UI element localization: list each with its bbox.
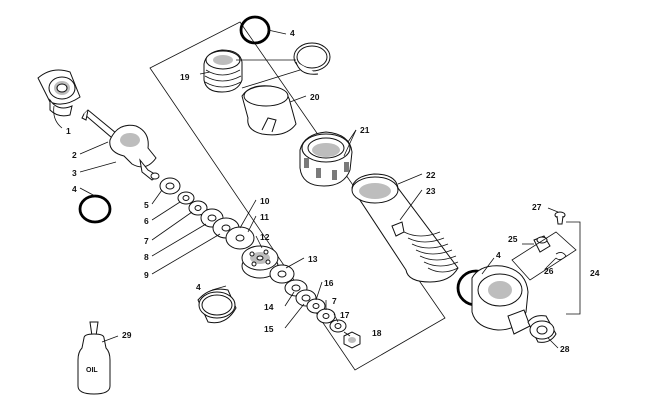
leader-lines <box>53 29 559 349</box>
part-4-band-lower <box>197 288 237 324</box>
label-18: 18 <box>372 328 382 338</box>
part-21-collar <box>299 131 353 187</box>
label-24: 24 <box>590 268 600 278</box>
part-26-spring <box>555 252 567 260</box>
part-27-cap <box>554 211 566 225</box>
label-23: 23 <box>426 186 436 196</box>
label-13: 13 <box>308 254 318 264</box>
label-21: 21 <box>360 125 370 135</box>
part-12-piston <box>241 245 279 279</box>
label-2: 2 <box>72 150 77 160</box>
label-29: 29 <box>122 330 132 340</box>
label-22: 22 <box>426 170 436 180</box>
part-7-washer <box>188 200 208 216</box>
label-4-left: 4 <box>72 184 77 194</box>
label-8: 8 <box>144 252 149 262</box>
label-3: 3 <box>72 168 77 178</box>
part-29-oil-bottle: OIL <box>77 321 111 395</box>
part-4-band-top <box>293 42 331 75</box>
part-25-valve <box>533 235 551 253</box>
label-17: 17 <box>340 310 350 320</box>
label-7-lower: 7 <box>332 296 337 306</box>
label-25: 25 <box>508 234 518 244</box>
part-22-23-body-tube <box>351 173 459 283</box>
label-26: 26 <box>544 266 554 276</box>
part-3-shaft-body <box>109 124 160 181</box>
label-9: 9 <box>144 270 149 280</box>
oil-bottle-label: OIL <box>86 367 98 374</box>
label-1: 1 <box>66 126 71 136</box>
label-27: 27 <box>532 202 542 212</box>
label-7: 7 <box>144 236 149 246</box>
part-number-labels: 1 2 3 4 5 6 7 8 9 10 11 12 13 14 15 16 7… <box>66 28 600 354</box>
part-5-washer <box>159 177 181 195</box>
label-4-right: 4 <box>496 250 501 260</box>
label-14: 14 <box>264 302 274 312</box>
part-19-cap <box>203 49 243 93</box>
label-19: 19 <box>180 72 190 82</box>
part-10-washer <box>225 226 255 250</box>
part-18-nut <box>343 331 361 349</box>
part-4-oring-left <box>78 194 112 224</box>
part-28-bushing <box>527 315 557 343</box>
label-20: 20 <box>310 92 320 102</box>
label-15: 15 <box>264 324 274 334</box>
part-13-washer <box>269 264 295 284</box>
part-1-eyelet <box>37 69 81 117</box>
label-4-top: 4 <box>290 28 295 38</box>
valve-kit-outline <box>511 231 577 281</box>
label-28: 28 <box>560 344 570 354</box>
part-20-sleeve <box>241 85 297 136</box>
part-24-lower-body <box>471 265 531 335</box>
part-17-washer <box>329 319 347 333</box>
part-6-washer <box>177 191 195 205</box>
label-11: 11 <box>260 212 269 222</box>
label-16: 16 <box>324 278 334 288</box>
label-12: 12 <box>260 232 270 242</box>
label-6: 6 <box>144 216 149 226</box>
part-7-washer-lower <box>316 308 336 324</box>
label-4-band-lower: 4 <box>196 282 201 292</box>
label-10: 10 <box>260 196 270 206</box>
part-24-bracket <box>566 221 581 315</box>
label-5: 5 <box>144 200 149 210</box>
